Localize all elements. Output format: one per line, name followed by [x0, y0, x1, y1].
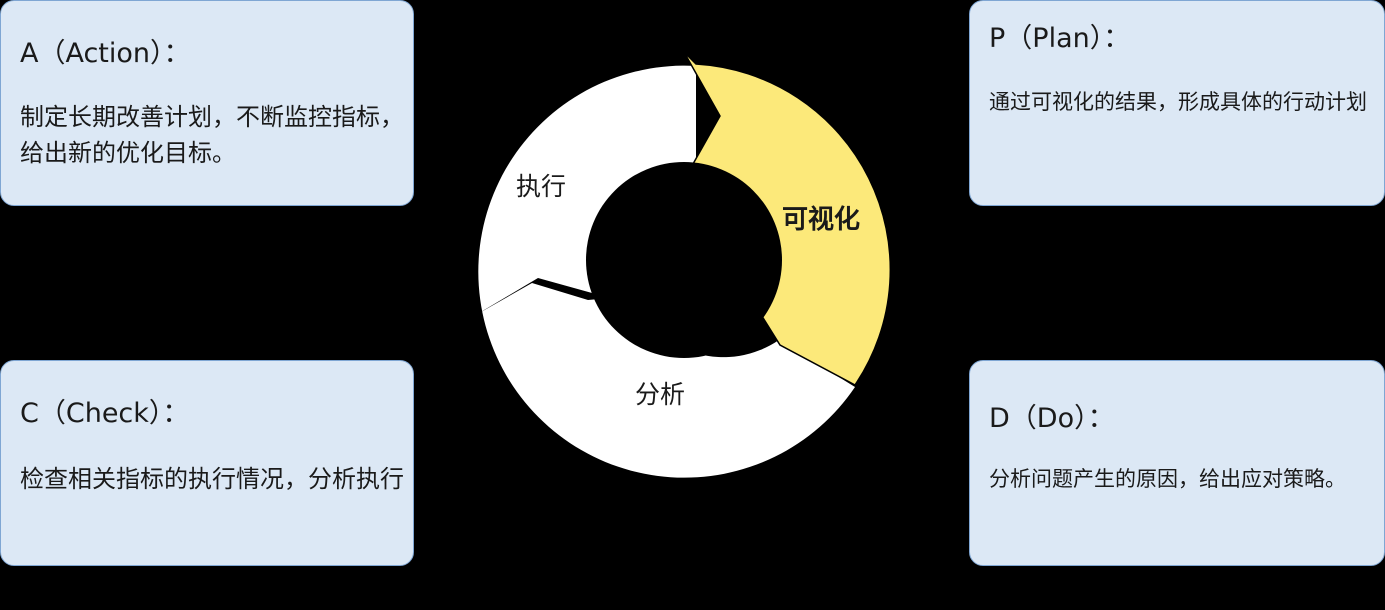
cycle-center — [586, 162, 782, 358]
execute-arrowhead — [474, 278, 610, 316]
execute-label: 执行 — [516, 172, 566, 201]
do-card-title: D（Do）： — [989, 403, 1115, 434]
do-card: D（Do）： 分析问题产生的原因，给出应对策略。 — [969, 360, 1385, 566]
action-card: A（Action）： 制定长期改善计划，不断监控指标，给出新的优化目标。 — [0, 0, 414, 206]
action-card-body: 制定长期改善计划，不断监控指标，给出新的优化目标。 — [20, 103, 404, 167]
plan-card: P（Plan）： 通过可视化的结果，形成具体的行动计划 — [969, 0, 1385, 206]
visualize-label: 可视化 — [782, 205, 860, 235]
do-card-body: 分析问题产生的原因，给出应对策略。 — [989, 467, 1346, 491]
check-card-body: 检查相关指标的执行情况，分析执行 — [20, 465, 404, 493]
execute-analyze-segment — [478, 65, 855, 478]
action-card-title: A（Action）： — [20, 38, 191, 69]
check-card: C（Check）： 检查相关指标的执行情况，分析执行 — [0, 360, 414, 566]
check-card-title: C（Check）： — [20, 398, 190, 429]
analyze-label: 分析 — [635, 380, 685, 409]
plan-card-title: P（Plan）： — [989, 23, 1131, 54]
plan-card-body: 通过可视化的结果，形成具体的行动计划 — [989, 90, 1367, 114]
